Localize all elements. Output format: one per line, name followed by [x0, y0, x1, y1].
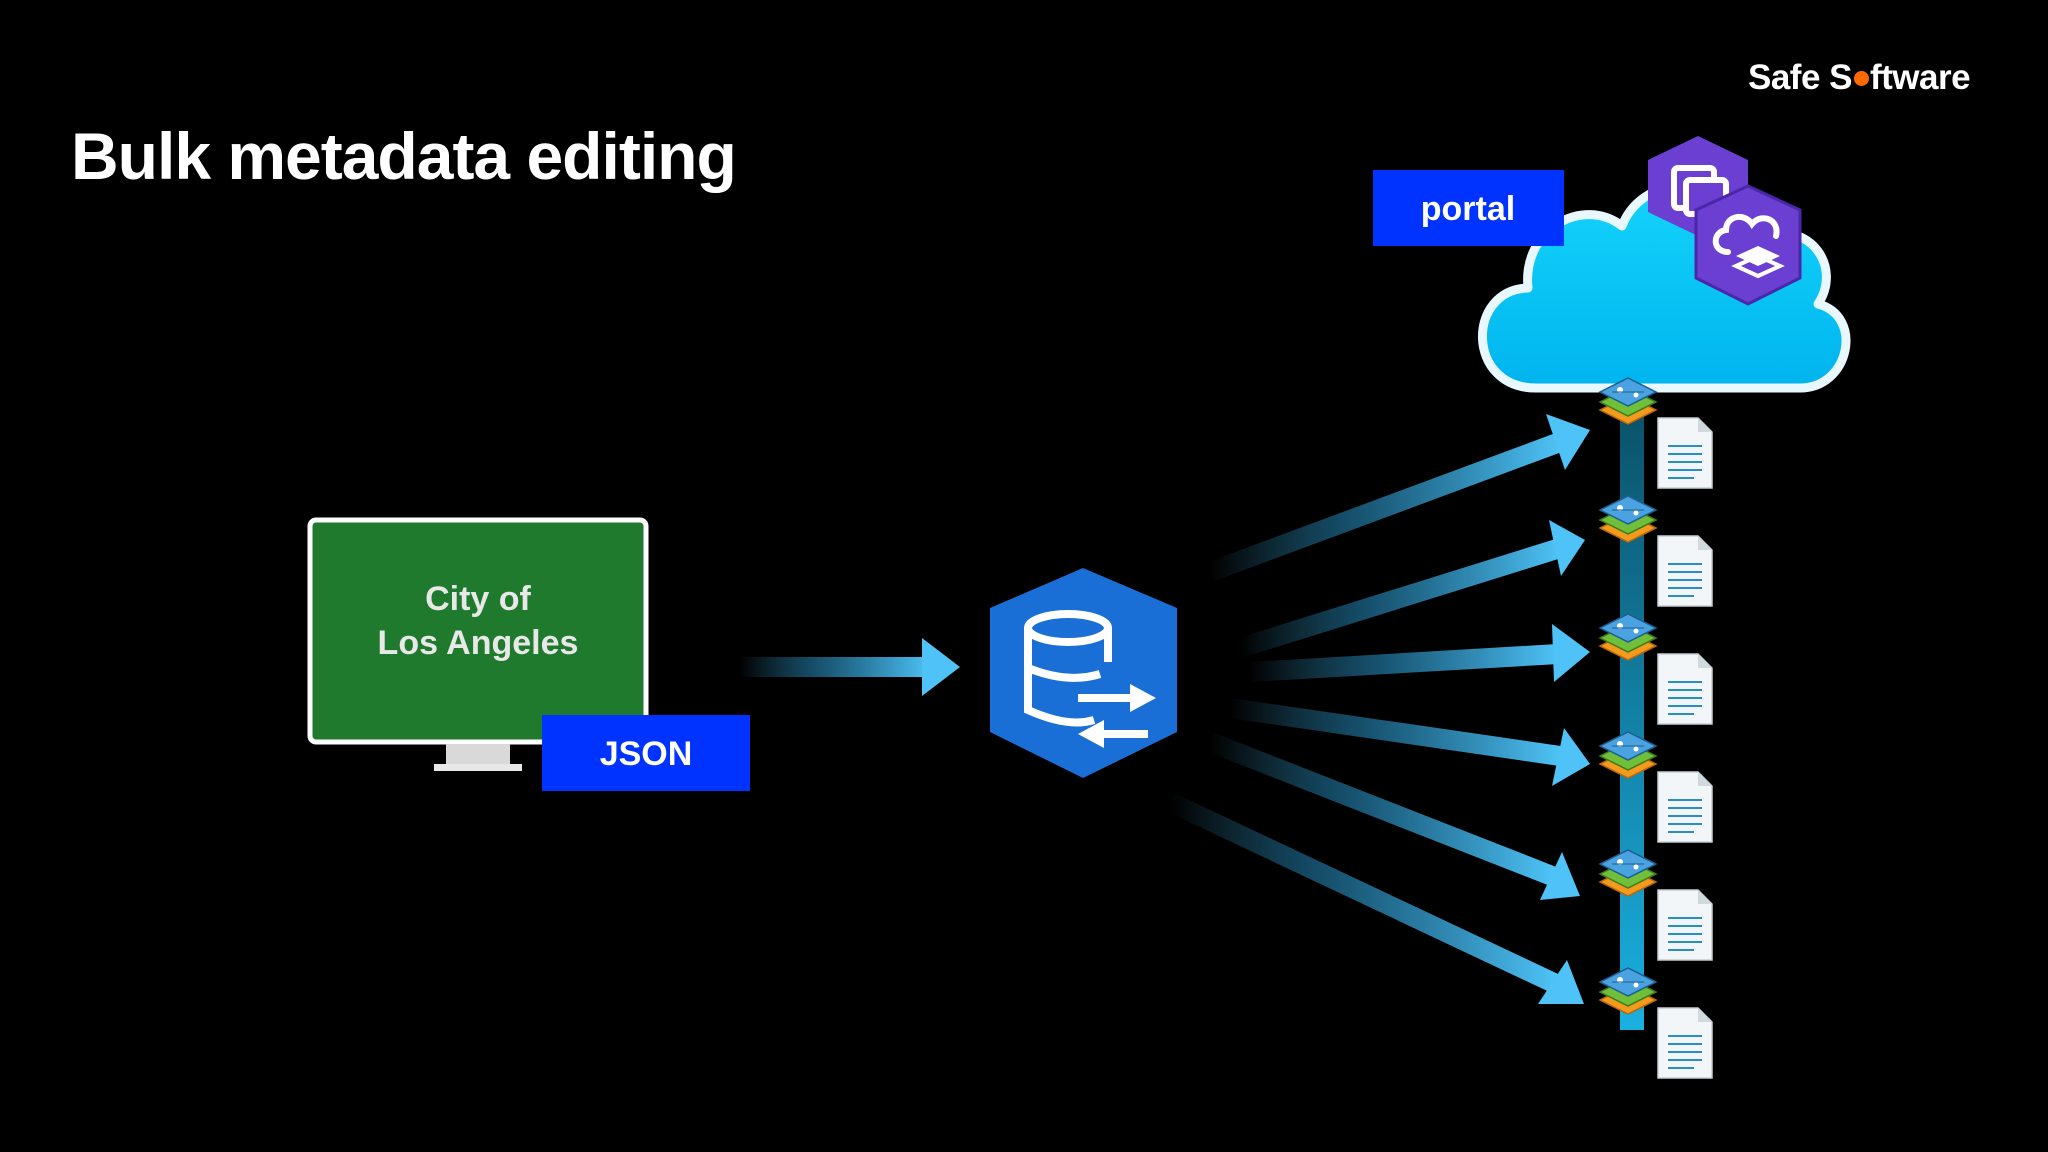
portal-label: portal: [1373, 170, 1564, 246]
document-icon: [1657, 771, 1713, 843]
database-sync-icon: [990, 568, 1177, 778]
monitor-neck: [446, 744, 510, 764]
content-item-6: [1599, 967, 1713, 1079]
output-arrow-3: [1249, 624, 1590, 682]
content-item-1: [1599, 377, 1713, 489]
document-icon: [1657, 417, 1713, 489]
slide-title: Bulk metadata editing: [71, 119, 737, 193]
city-sign-screen: [307, 517, 649, 745]
document-icon: [1657, 889, 1713, 961]
output-arrow-2: [1237, 520, 1585, 658]
output-arrow-6: [1165, 792, 1584, 1004]
content-item-2: [1599, 495, 1713, 607]
logo-text-start: Safe S: [1748, 58, 1853, 97]
content-item-5: [1599, 849, 1713, 961]
output-arrows: [1165, 414, 1590, 1004]
output-arrow-5: [1206, 732, 1580, 900]
map-layer-stack-icon: [1599, 967, 1657, 1015]
city-sign-line-1: City of: [425, 580, 531, 618]
output-arrow-4: [1228, 698, 1590, 786]
output-arrow-1: [1206, 414, 1590, 582]
safe-software-logo: Safe S ftware: [1748, 58, 1971, 98]
portal-label-text: portal: [1421, 190, 1515, 228]
cloud-layers-hexagon-icon: [1694, 184, 1802, 306]
city-sign-line-2: Los Angeles: [378, 624, 579, 662]
monitor-icon: City of Los Angeles: [307, 517, 649, 771]
document-icon: [1657, 1007, 1713, 1079]
portal-label-box: [1373, 170, 1564, 246]
document-icon: [1657, 535, 1713, 607]
map-layer-stack-icon: [1599, 613, 1657, 661]
monitor-base: [434, 764, 522, 771]
logo-text-end: ftware: [1870, 58, 1971, 97]
map-layer-stack-icon: [1599, 495, 1657, 543]
input-arrow: [740, 638, 960, 696]
items-spine: [1620, 390, 1644, 1030]
map-layer-stack-icon: [1599, 731, 1657, 779]
json-label-box: [542, 715, 750, 791]
map-layer-stack-icon: [1599, 849, 1657, 897]
content-item-4: [1599, 731, 1713, 843]
json-label: JSON: [542, 715, 750, 791]
document-icon: [1657, 653, 1713, 725]
json-label-text: JSON: [600, 735, 693, 773]
content-item-3: [1599, 613, 1713, 725]
logo-dot: [1854, 71, 1869, 87]
